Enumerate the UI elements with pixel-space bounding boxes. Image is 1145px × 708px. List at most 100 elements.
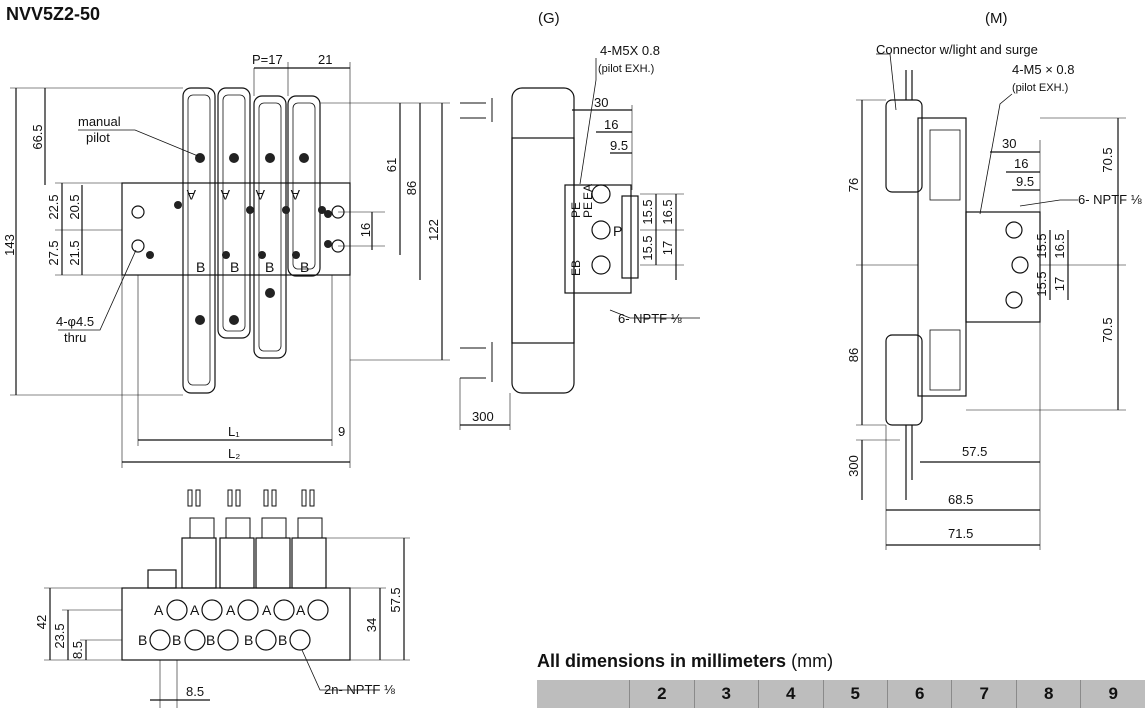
m-dim-300: 300 — [846, 455, 861, 477]
m-view-label: (M) — [985, 10, 1008, 27]
top-dim-143: 143 — [2, 234, 17, 256]
g-dim-16: 16 — [604, 117, 618, 132]
units-note: All dimensions in millimeters (mm) — [537, 651, 833, 672]
table-header-cell: 3 — [693, 680, 758, 708]
top-dim-16: 16 — [358, 223, 373, 237]
front-port-a-1: A — [154, 602, 164, 618]
top-dim-86: 86 — [404, 181, 419, 195]
front-port-a-5: A — [296, 602, 306, 618]
units-label: All dimensions in millimeters — [537, 651, 787, 671]
g-dim-17: 17 — [660, 241, 675, 255]
top-dim-61: 61 — [384, 158, 399, 172]
m-dim-68-5: 68.5 — [948, 492, 973, 507]
table-header-cell: 2 — [629, 680, 693, 708]
front-port-b-5: B — [278, 632, 287, 648]
valve-body-1 — [182, 87, 216, 394]
g-m5-label-1: 4-M5X 0.8 — [600, 43, 660, 58]
front-port-b-4: B — [244, 632, 253, 648]
top-port-b-3: B — [265, 259, 274, 275]
top-view — [10, 62, 450, 468]
top-port-b-2: B — [230, 259, 239, 275]
m-dim-30: 30 — [1002, 136, 1016, 151]
front-port-a-4: A — [262, 602, 272, 618]
top-dim-20-5: 20.5 — [67, 194, 82, 219]
front-view — [44, 489, 410, 708]
table-header-cell: 4 — [758, 680, 822, 708]
m-dim-17: 17 — [1052, 277, 1067, 291]
m-dim-9-5: 9.5 — [1016, 174, 1034, 189]
front-port-b-3: B — [206, 632, 215, 648]
m-m5-label-2: (pilot EXH.) — [1012, 82, 1068, 94]
m-dim-86: 86 — [846, 348, 861, 362]
front-dim-8-5-v: 8.5 — [70, 641, 85, 659]
m-dim-16-5: 16.5 — [1052, 233, 1067, 258]
g-port-ea: EA — [581, 184, 595, 200]
m-dim-15-5-b: 15.5 — [1034, 271, 1049, 296]
top-dim-21-5: 21.5 — [67, 240, 82, 265]
units-unit: (mm) — [791, 651, 834, 671]
top-dim-22-5: 22.5 — [46, 194, 61, 219]
top-port-a-2: A — [220, 187, 230, 203]
table-header-cell — [537, 680, 629, 708]
dim-l2: L₂ — [228, 446, 240, 461]
dim-9: 9 — [338, 424, 345, 439]
table-header-cell: 6 — [887, 680, 951, 708]
m-side-view — [856, 53, 1126, 550]
m-nptf-label: 6- NPTF ⅛ — [1078, 192, 1142, 207]
m-connector-label: Connector w/light and surge — [876, 42, 1038, 57]
manual-pilot-label-1: manual — [78, 114, 121, 129]
g-port-eb: EB — [569, 260, 583, 276]
g-port-pe-1: PE — [569, 202, 583, 218]
m-dim-71-5: 71.5 — [948, 526, 973, 541]
front-port-b-2: B — [172, 632, 181, 648]
g-port-p: P — [613, 223, 622, 239]
g-side-view — [459, 58, 700, 430]
g-dim-16-5: 16.5 — [660, 199, 675, 224]
top-port-a-3: A — [255, 187, 265, 203]
front-dim-8-5-h: 8.5 — [186, 684, 204, 699]
g-m5-label-2: (pilot EXH.) — [598, 63, 654, 75]
top-port-a-4: A — [290, 187, 300, 203]
front-dim-23-5: 23.5 — [52, 623, 67, 648]
m-dim-15-5-a: 15.5 — [1034, 233, 1049, 258]
table-header-cell: 5 — [822, 680, 887, 708]
g-port-pe-2: PE — [581, 202, 595, 218]
g-dim-15-5-a: 15.5 — [640, 199, 655, 224]
front-dim-42: 42 — [34, 615, 49, 629]
hole-label-1: 4-φ4.5 — [56, 314, 94, 329]
m-dim-57-5: 57.5 — [962, 444, 987, 459]
g-dim-30: 30 — [594, 95, 608, 110]
valve-body-4 — [287, 95, 321, 277]
top-port-b-4: B — [300, 259, 309, 275]
table-header-cell: 9 — [1080, 680, 1144, 708]
valve-body-3 — [253, 95, 287, 359]
g-dim-300: 300 — [472, 409, 494, 424]
m-dim-70-5-a: 70.5 — [1100, 147, 1115, 172]
g-dim-15-5-b: 15.5 — [640, 235, 655, 260]
front-port-a-3: A — [226, 602, 236, 618]
m-dim-70-5-b: 70.5 — [1100, 317, 1115, 342]
g-view-label: (G) — [538, 10, 560, 27]
front-port-a-2: A — [190, 602, 200, 618]
front-nptf-label: 2n- NPTF ⅛ — [324, 682, 395, 697]
model-title: NVV5Z2-50 — [6, 4, 101, 24]
top-dim-66-5: 66.5 — [30, 124, 45, 149]
hole-label-2: thru — [64, 330, 86, 345]
top-dim-21: 21 — [318, 52, 332, 67]
front-port-b-1: B — [138, 632, 147, 648]
g-nptf-label: 6- NPTF ⅛ — [618, 311, 682, 326]
m-dim-16: 16 — [1014, 156, 1028, 171]
m-dim-76: 76 — [846, 178, 861, 192]
manual-pilot-label-2: pilot — [86, 130, 110, 145]
front-dim-34: 34 — [364, 618, 379, 632]
station-table-header: 2 3 4 5 6 7 8 9 — [537, 680, 1145, 708]
top-port-b-1: B — [196, 259, 205, 275]
top-pitch: P=17 — [252, 52, 283, 67]
g-dim-9-5: 9.5 — [610, 138, 628, 153]
top-dim-122: 122 — [426, 219, 441, 241]
dim-l1: L₁ — [228, 424, 240, 439]
top-port-a-1: A — [186, 187, 196, 203]
table-header-cell: 8 — [1015, 680, 1080, 708]
manifold-base — [121, 182, 351, 276]
